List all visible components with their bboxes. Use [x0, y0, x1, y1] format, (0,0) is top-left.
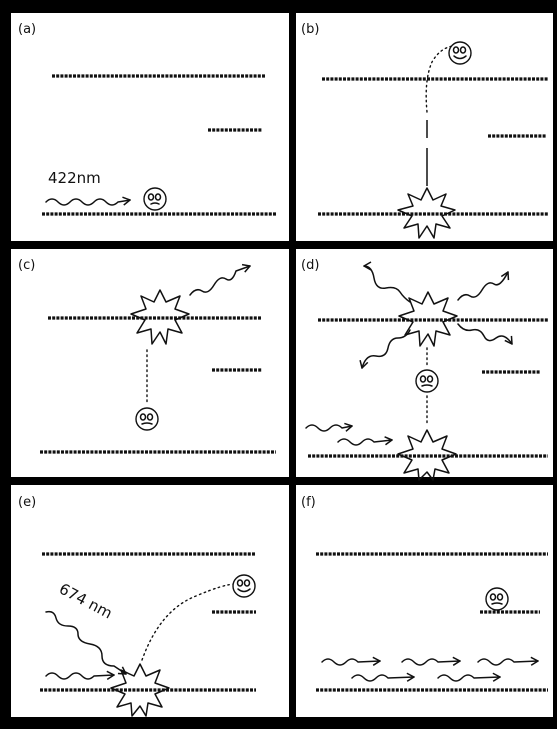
outgoing-photon-arrow-4 [351, 672, 415, 682]
panel-e-label: (e) [18, 495, 36, 510]
panel-e: (e) 674 nm [11, 485, 289, 717]
panel-c-background [11, 249, 289, 477]
emission-burst [130, 289, 190, 345]
panel-d: (d) [296, 249, 553, 481]
outgoing-photon-arrow-2 [401, 656, 461, 666]
electron-face-happy [448, 41, 472, 65]
photon-arrow-upright [457, 271, 510, 301]
outgoing-photon-arrow-3 [477, 656, 539, 666]
outgoing-photon-arrow-5 [437, 672, 501, 682]
incoming-photon-arrow [45, 196, 131, 206]
electron-face-happy [232, 574, 256, 598]
photon-arrow-right [457, 323, 513, 345]
incoming-photon-arrow [45, 670, 115, 680]
panel-d-background [296, 249, 553, 477]
electron-face [415, 369, 439, 393]
absorption-burst [397, 429, 457, 481]
emission-burst [398, 291, 458, 347]
jump-trail [425, 45, 454, 113]
photon-arrow-upleft [363, 261, 411, 303]
electron-face [135, 407, 159, 431]
panel-c-label: (c) [18, 258, 35, 273]
wavelength-label-422: 422nm [48, 169, 101, 187]
incoming-photon-arrow [305, 422, 353, 432]
outgoing-photon-arrow-1 [321, 656, 381, 666]
jump-trail [141, 583, 237, 661]
photon-arrow-downleft [359, 329, 411, 369]
panel-c: (c) [11, 249, 289, 477]
panel-b-background [296, 13, 553, 241]
panel-f: (f) [296, 485, 553, 717]
electron-face [143, 187, 167, 211]
panel-a: (a) 422nm [11, 13, 289, 241]
absorption-burst [397, 187, 456, 239]
emitted-photon-arrow [189, 263, 251, 296]
panel-b-label: (b) [301, 22, 319, 37]
panel-e-background [11, 485, 289, 717]
panel-b: (b) [296, 13, 553, 241]
electron-face [485, 587, 509, 611]
absorption-burst [110, 663, 170, 717]
panel-d-label: (d) [301, 258, 319, 273]
panel-a-label: (a) [18, 22, 36, 37]
panel-f-label: (f) [301, 495, 316, 510]
incoming-photon-arrow-2 [337, 436, 393, 446]
panel-f-background [296, 485, 553, 717]
incoming-photon-arrow-674 [45, 610, 127, 675]
